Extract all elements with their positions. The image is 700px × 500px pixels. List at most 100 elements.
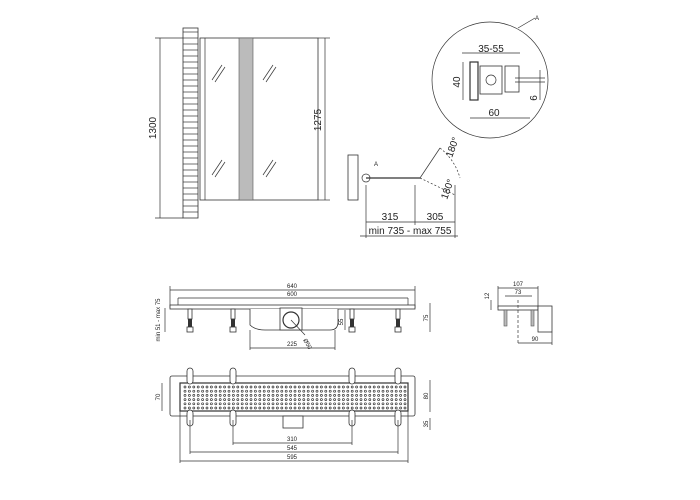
grate-hole (254, 402, 257, 406)
grate-hole (328, 402, 332, 406)
grate-hole (399, 406, 402, 410)
grate-hole (350, 398, 354, 401)
grate-hole (227, 385, 231, 389)
grate-hole (311, 406, 314, 410)
dim-outlet-offset: 225 (287, 342, 298, 348)
grate-hole (271, 402, 275, 406)
grate-hole (192, 398, 196, 401)
grate-hole (315, 398, 319, 401)
grate-hole (271, 406, 275, 410)
grate-hole (350, 394, 354, 397)
grate-hole (210, 406, 213, 410)
grate-hole (236, 406, 240, 410)
dim-length-inner: 600 (287, 292, 298, 298)
grate-hole (214, 406, 218, 410)
grate-hole (249, 398, 253, 401)
grate-hole (262, 406, 266, 410)
grate-hole (192, 402, 196, 406)
grate-hole (342, 389, 345, 393)
grate-hole (183, 406, 187, 410)
leg-thread (350, 319, 354, 327)
brick-wall (182, 27, 199, 219)
grate-hole (284, 398, 288, 401)
grate-hole (188, 402, 191, 406)
grate-hole (223, 406, 226, 410)
grate-hole (293, 406, 297, 410)
grate-hole (386, 385, 389, 389)
grate-hole (381, 402, 385, 406)
drain-side-view: 640 600 Ø50 225 55 75 min 51 - max 75 (156, 284, 431, 351)
grate-hole (302, 389, 306, 393)
grate-hole (355, 398, 358, 401)
grate-hole (218, 398, 222, 401)
grate-hole (232, 402, 235, 406)
grate-hole (249, 394, 253, 397)
grate-hole (381, 385, 385, 389)
grate-hole (293, 394, 297, 397)
leg-foot (394, 326, 402, 333)
grate-hole (359, 398, 363, 401)
grate-hole (298, 389, 301, 393)
grate-hole (183, 394, 187, 397)
dim-clamp-range: 35-55 (478, 44, 504, 55)
grate-hole (390, 406, 394, 410)
grate-hole (214, 385, 218, 389)
dim-outer-width: 80 (424, 392, 430, 399)
grate-hole (289, 385, 292, 389)
grate-hole (386, 406, 389, 410)
dim-end-width-outer: 107 (513, 282, 524, 288)
grate-hole (298, 406, 301, 410)
grate-hole (183, 398, 187, 401)
center-profile (238, 37, 254, 201)
grate-hole (403, 402, 407, 406)
grate-hole (302, 385, 306, 389)
grate-hole (223, 385, 226, 389)
grate-hole (337, 406, 341, 410)
grate-hole (390, 402, 394, 406)
leg-thread (188, 319, 192, 327)
grate-hole (394, 406, 398, 410)
grate-hole (324, 394, 328, 397)
grate-hole (306, 394, 310, 397)
grate-hole (236, 389, 240, 393)
grate-hole (289, 406, 292, 410)
grate-hole (306, 385, 310, 389)
leg-thread (396, 319, 400, 327)
angle-2: 180° (439, 178, 456, 201)
grate-hole (227, 394, 231, 397)
grate-hole (315, 394, 319, 397)
grate-hole (399, 385, 402, 389)
grate-hole (368, 402, 372, 406)
grate-hole (403, 389, 407, 393)
grate-hole (254, 398, 257, 401)
grate-hole (386, 389, 389, 393)
leg-foot (229, 326, 237, 333)
grate-hole (342, 394, 345, 397)
grate-hole (236, 394, 240, 397)
grate-hole (368, 406, 372, 410)
grate-hole (267, 389, 270, 393)
leg-bracket (348, 367, 356, 385)
grate-hole (210, 389, 213, 393)
grate-hole (232, 406, 235, 410)
leg-screw (230, 308, 236, 320)
grate-hole (403, 406, 407, 410)
dim-left-width: 315 (382, 212, 399, 223)
grate-hole (311, 385, 314, 389)
grate-hole (240, 385, 244, 389)
grate-hole (210, 385, 213, 389)
grate-hole (196, 398, 200, 401)
grate-hole (390, 394, 394, 397)
grate-hole (355, 402, 358, 406)
grate-hole (364, 389, 367, 393)
grate-hole (359, 406, 363, 410)
grate-hole (311, 402, 314, 406)
grate-hole (311, 398, 314, 401)
grate-hole (328, 385, 332, 389)
grate-hole (289, 394, 292, 397)
grate-hole (337, 389, 341, 393)
glass-panels (199, 37, 319, 201)
grate-hole (196, 385, 200, 389)
grate-hole (359, 385, 363, 389)
